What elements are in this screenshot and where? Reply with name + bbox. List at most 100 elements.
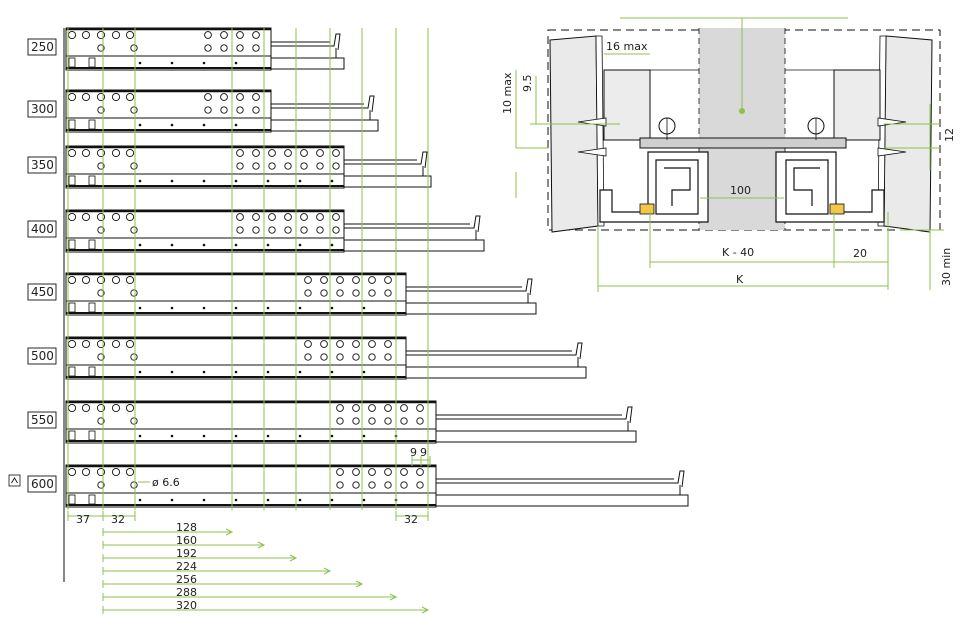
dim-right-spacing: 32	[404, 513, 418, 526]
distance-value: 288	[176, 586, 197, 599]
length-label-text: 550	[31, 413, 54, 427]
dim-top-max: 10 max	[501, 72, 514, 114]
dim-side-offset: 20	[853, 247, 867, 260]
mounting-hole	[96, 148, 106, 158]
runner-row	[65, 464, 689, 508]
dim-hole-diameter: ø 6.6	[152, 476, 180, 489]
distance-dimension: 288	[102, 586, 398, 601]
left-wall	[549, 35, 599, 233]
mounting-hole	[111, 148, 121, 158]
mounting-hole	[96, 339, 106, 349]
extension-rail	[343, 239, 485, 252]
distance-value: 256	[176, 573, 197, 586]
mounting-hole	[81, 92, 91, 102]
runner-row	[65, 272, 537, 316]
runner-row	[65, 27, 345, 71]
drawer-side-left	[603, 69, 651, 141]
mounting-hole	[81, 148, 91, 158]
runner-row	[65, 89, 379, 133]
dim-thickness: 12	[943, 128, 956, 142]
extension-rail	[435, 430, 637, 443]
length-label: 400	[27, 220, 57, 238]
right-wall	[883, 35, 933, 233]
runner-row	[65, 336, 587, 380]
mounting-hole	[81, 403, 91, 413]
length-label-text: 400	[31, 222, 54, 236]
dim-center-gap: 100	[730, 184, 751, 197]
length-labels: 250 300 350 400 450 500 550 600	[27, 38, 57, 493]
screws	[577, 117, 907, 157]
dim-k: K	[736, 273, 744, 286]
length-label: 500	[27, 347, 57, 365]
mounting-hole	[67, 92, 77, 102]
dim-side-gap: 16 max	[606, 40, 648, 53]
length-label: 600	[27, 475, 57, 493]
mounting-hole	[67, 403, 77, 413]
mounting-hole	[96, 30, 106, 40]
dim-hole-pitch-1: 9	[410, 446, 417, 459]
runner-row	[65, 209, 485, 253]
length-label: 250	[27, 38, 57, 56]
runner-body	[65, 336, 407, 366]
mounting-hole	[125, 92, 135, 102]
length-label: 450	[27, 283, 57, 301]
extension-rail	[405, 366, 587, 379]
runner-profile-left	[599, 151, 709, 223]
mounting-hole	[67, 275, 77, 285]
extension-rail	[270, 57, 345, 70]
extension-rail	[343, 175, 432, 188]
mounting-hole	[111, 275, 121, 285]
mounting-hole	[125, 212, 135, 222]
mounting-hole	[125, 339, 135, 349]
length-label-text: 350	[31, 158, 54, 172]
mounting-hole	[81, 212, 91, 222]
length-label: 300	[27, 100, 57, 118]
distance-value: 320	[176, 599, 197, 612]
length-label-text: 250	[31, 40, 54, 54]
mounting-hole	[96, 275, 106, 285]
runner-body	[65, 464, 437, 494]
mounting-hole	[81, 339, 91, 349]
mounting-hole	[111, 30, 121, 40]
length-label: 350	[27, 156, 57, 174]
mounting-hole	[125, 467, 135, 477]
mounting-hole	[96, 467, 106, 477]
length-label: 550	[27, 411, 57, 429]
length-label-text: 450	[31, 285, 54, 299]
mounting-hole	[96, 212, 106, 222]
runner-row	[65, 400, 637, 444]
drawer-bottom	[639, 137, 847, 149]
dim-left-offset: 37	[76, 513, 90, 526]
mounting-hole	[67, 339, 77, 349]
mounting-hole	[125, 30, 135, 40]
mounting-hole	[96, 403, 106, 413]
mounting-hole	[125, 275, 135, 285]
mounting-hole	[67, 30, 77, 40]
dim-k-minus: K - 40	[722, 246, 754, 259]
mounting-hole	[111, 467, 121, 477]
mounting-hole	[81, 30, 91, 40]
cross-section-view: 16 max 10 max 9.5 12 100 K - 40 20 K 30 …	[501, 17, 956, 292]
mounting-hole	[125, 403, 135, 413]
mounting-hole	[67, 467, 77, 477]
extension-rail	[270, 119, 379, 132]
dim-hole-pitch-2: 9	[420, 446, 427, 459]
length-label-text: 500	[31, 349, 54, 363]
distance-value: 160	[176, 534, 197, 547]
extension-rail	[435, 494, 689, 507]
drawer-side-right	[833, 69, 881, 141]
distance-dimension: 160	[102, 534, 266, 549]
dim-min-height: 30 min	[940, 248, 953, 286]
runner-body	[65, 209, 345, 239]
chevron-up-icon	[11, 477, 18, 484]
runner-profile-right	[775, 151, 885, 223]
mounting-hole	[111, 92, 121, 102]
distance-dimension: 128	[102, 521, 234, 536]
mounting-hole	[96, 92, 106, 102]
distance-value: 224	[176, 560, 197, 573]
collapse-toggle[interactable]	[8, 474, 21, 487]
distance-dimension: 320	[102, 599, 430, 614]
dim-left-spacing: 32	[111, 513, 125, 526]
